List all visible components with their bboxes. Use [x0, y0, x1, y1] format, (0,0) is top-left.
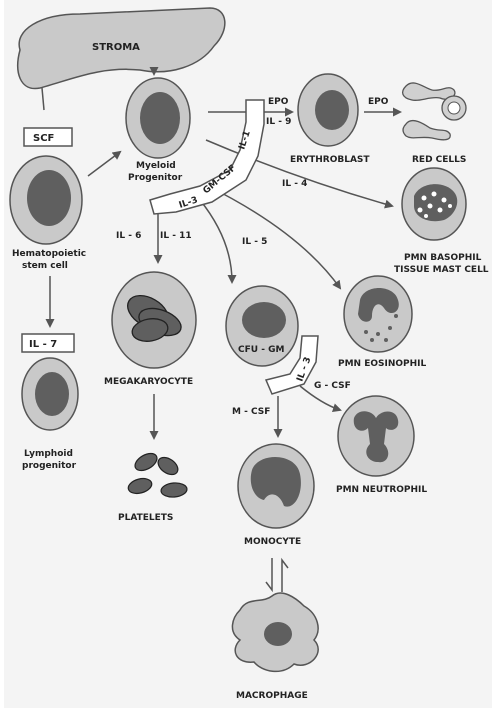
lymphoid-nucleus [35, 372, 69, 416]
stroma-label: STROMA [92, 42, 140, 53]
lymphoid-progenitor-label: progenitor [22, 461, 77, 471]
myeloid-label: Myeloid [136, 161, 176, 171]
il6-label: IL - 6 [116, 231, 141, 241]
stem-cell-nucleus [27, 170, 71, 226]
epo-label-1: EPO [268, 97, 289, 107]
il9-label: IL - 9 [266, 117, 291, 127]
il4-label: IL - 4 [282, 179, 307, 189]
lymphoid-label: Lymphoid [24, 449, 73, 459]
gcsf-label: G - CSF [314, 381, 351, 391]
cfu-gm-label: CFU - GM [238, 345, 284, 355]
hematopoietic-label: Hematopoietic [12, 249, 86, 259]
tissue-mast-cell-label: TISSUE MAST CELL [394, 265, 489, 275]
progenitor-label: Progenitor [128, 173, 183, 183]
epo-label-2: EPO [368, 97, 389, 107]
macrophage-label: MACROPHAGE [236, 691, 308, 701]
il11-label: IL - 11 [160, 231, 192, 241]
pmn-basophil-label: PMN BASOPHIL [404, 253, 482, 263]
red-cells-label: RED CELLS [412, 155, 466, 165]
monocyte-label: MONOCYTE [244, 537, 301, 547]
il5-label: IL - 5 [242, 237, 267, 247]
eosinophil-cell [344, 276, 412, 352]
macrophage-nucleus [264, 622, 292, 646]
mcsf-label: M - CSF [232, 407, 270, 417]
megakaryocyte-label: MEGAKARYOCYTE [104, 377, 193, 387]
pmn-neutrophil-label: PMN NEUTROPHIL [336, 485, 427, 495]
erythroblast-label: ERYTHROBLAST [290, 155, 370, 165]
platelets-label: PLATELETS [118, 513, 173, 523]
myeloid-nucleus [140, 92, 180, 144]
il7-label: IL - 7 [29, 339, 57, 350]
pmn-eosinophil-label: PMN EOSINOPHIL [338, 359, 427, 369]
stem-cell-label: stem cell [22, 261, 68, 271]
scf-label: SCF [33, 133, 54, 144]
erythroblast-nucleus [315, 90, 349, 130]
red-cell-2-center [448, 102, 460, 114]
cfu-gm-nucleus [242, 302, 286, 338]
